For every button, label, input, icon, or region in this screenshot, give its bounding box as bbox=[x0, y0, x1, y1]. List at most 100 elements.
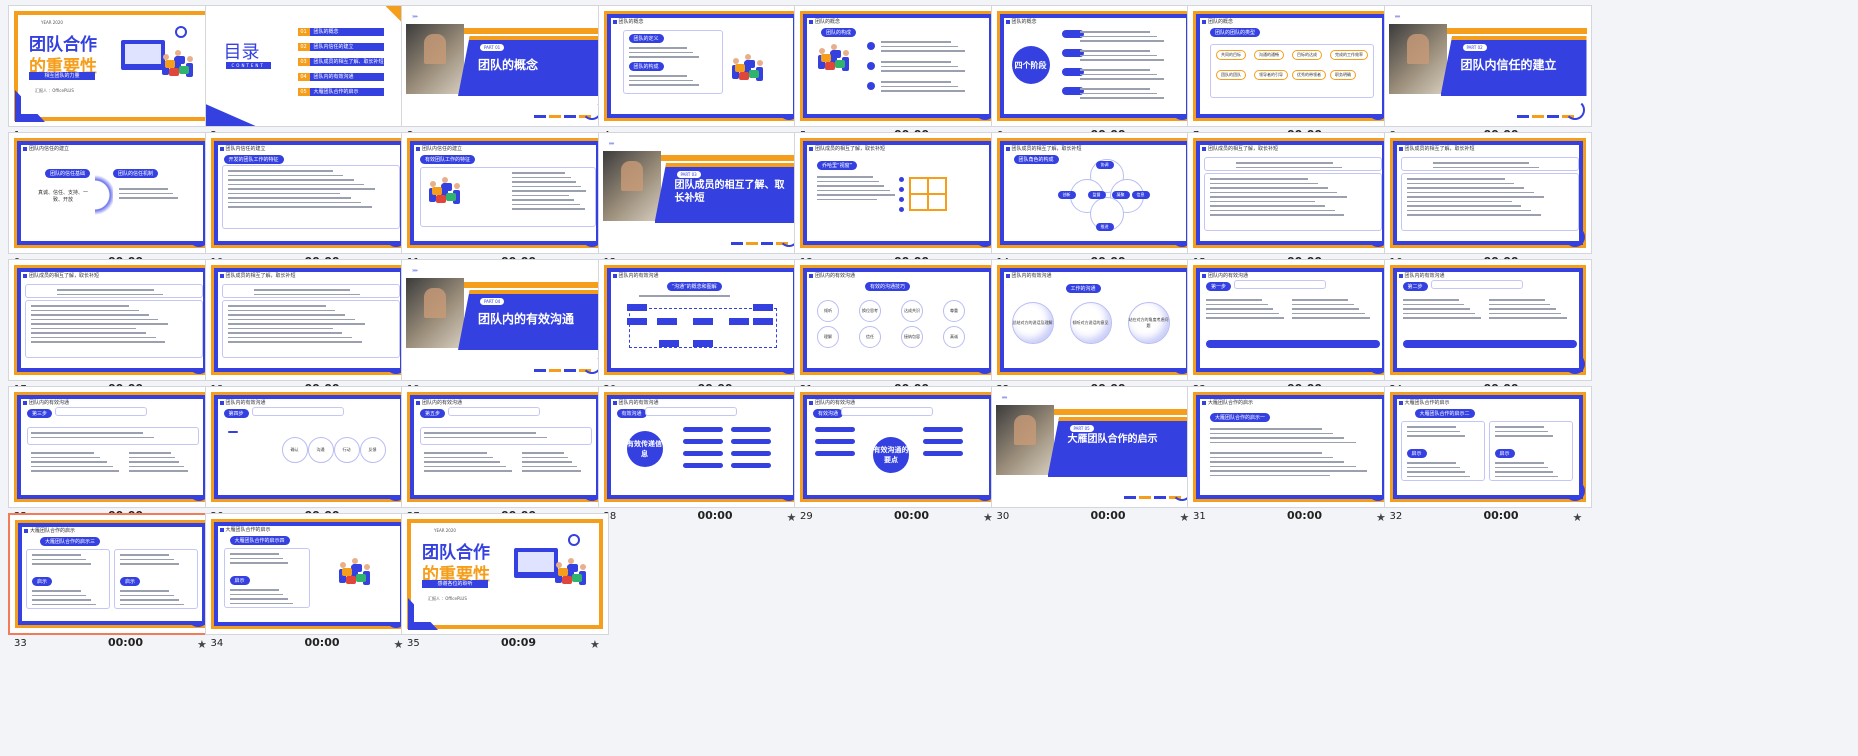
star-icon[interactable]: ★ bbox=[786, 511, 797, 524]
slide-preview[interactable]: 团队内的有效沟通第三步 bbox=[8, 386, 216, 508]
slide-preview[interactable]: 大雁团队合作的启示大雁团队合作的启示一 bbox=[1187, 386, 1395, 508]
slide-header: 团队内信任的建立 bbox=[416, 145, 462, 152]
star-icon[interactable]: ★ bbox=[1376, 511, 1386, 524]
slide-preview[interactable]: 团队成员的相互了解，取长补短分析型 bbox=[204, 259, 413, 381]
star-icon[interactable]: ★ bbox=[590, 638, 600, 651]
slide-thumbnail[interactable]: 团队成员的相互了解，取长补短支援型1700:00★ bbox=[0, 256, 216, 400]
slide-preview[interactable]: 团队内的有效沟通有效沟通有效传递信息 bbox=[597, 386, 806, 508]
slide-thumbnail[interactable]: 团队内的有效沟通“沟通”的概念和图解2000:00★ bbox=[590, 256, 806, 400]
slide-thumbnail[interactable]: 团队内的有效沟通第四步确认沟通行动反馈2600:00★ bbox=[197, 383, 413, 527]
slide-preview[interactable]: 大雁团队合作的启示大雁团队合作的启示二启示启示 bbox=[1383, 386, 1592, 508]
slide-preview[interactable]: 团队成员的相互了解，取长补短乔哈里“视窗” bbox=[794, 132, 1002, 254]
slide-preview[interactable]: 团队内信任的建立团队的信任基础团队的信任机制真诚、信任、支持、一致、开放 bbox=[8, 132, 216, 254]
slide-thumbnail[interactable]: 团队内的有效沟通工作的沟通总结对方的说话及理解倾听对方说话的意见站在对方的角度考… bbox=[983, 256, 1199, 400]
slide-thumbnail[interactable]: 团队内的有效沟通第三步2500:00★ bbox=[0, 383, 216, 527]
star-icon[interactable]: ★ bbox=[393, 638, 404, 651]
slide-preview[interactable]: 团队的概念四个阶段 bbox=[990, 5, 1199, 127]
slide-thumbnail[interactable]: 团队的概念四个阶段600:00★ bbox=[983, 2, 1199, 146]
stage-tag bbox=[1061, 68, 1084, 76]
slide-preview[interactable]: 团队的概念团队的团队的类型共同的目标沟通的通畅目标的达成完成的工作效率团队的团队… bbox=[1187, 5, 1395, 127]
slide-preview[interactable]: 团队的概念团队的构成 bbox=[794, 5, 1002, 127]
slide-thumbnail[interactable]: ›››››PART 01团队的概念3★ bbox=[393, 2, 609, 146]
slide-thumbnail[interactable]: 团队成员的相互了解，取长补短分析型1800:00★ bbox=[197, 256, 413, 400]
slide-preview[interactable]: 团队成员的相互了解，取长补短智慧型 bbox=[1187, 132, 1395, 254]
flow-node bbox=[728, 318, 749, 325]
slide-preview[interactable]: 团队内的有效沟通“沟通”的概念和图解 bbox=[597, 259, 806, 381]
slide-thumbnail[interactable]: 团队内信任的建立开发的团队工作的特征1000:00★ bbox=[197, 129, 413, 273]
slide-thumbnail[interactable]: ›››››PART 04团队内的有效沟通19★ bbox=[393, 256, 609, 400]
slide-preview[interactable]: 团队内的有效沟通工作的沟通总结对方的说话及理解倾听对方说话的意见站在对方的角度考… bbox=[990, 259, 1199, 381]
slide-preview[interactable]: 团队内的有效沟通第五步 bbox=[401, 386, 609, 508]
slide-preview[interactable]: 团队内的有效沟通第二步 bbox=[1383, 259, 1592, 381]
people-illustration bbox=[159, 46, 199, 86]
toc-subtitle: CONTENT bbox=[225, 62, 271, 69]
slide-preview[interactable]: 团队成员的相互了解，取长补短团队角色的构成协调创新信息推进监督凝聚 bbox=[990, 132, 1199, 254]
slide-thumbnail[interactable]: 团队内的有效沟通第五步2700:00★ bbox=[393, 383, 609, 527]
hourglass-shape bbox=[95, 163, 113, 227]
slide-thumbnail[interactable]: 团队成员的相互了解，取长补短团队角色的构成协调创新信息推进监督凝聚1400:00… bbox=[983, 129, 1199, 273]
slide-thumbnail[interactable]: 团队的概念团队的团队的类型共同的目标沟通的通畅目标的达成完成的工作效率团队的团队… bbox=[1179, 2, 1395, 146]
slide-preview[interactable]: 团队内的有效沟通第四步确认沟通行动反馈 bbox=[204, 386, 413, 508]
flow-node bbox=[692, 340, 713, 347]
stage-tag bbox=[1061, 49, 1084, 57]
slide-thumbnail[interactable]: 团队内的有效沟通第一步2300:00★ bbox=[1179, 256, 1395, 400]
slide-preview[interactable]: 大雁团队合作的启示大雁团队合作的启示三启示启示 bbox=[8, 513, 216, 635]
slide-thumbnail[interactable]: 团队内信任的建立有效团队工作的特征1100:00★ bbox=[393, 129, 609, 273]
slide-thumbnail[interactable]: 团队成员的相互了解，取长补短智慧型1500:00★ bbox=[1179, 129, 1395, 273]
slide-preview[interactable]: 团队内的有效沟通有效的沟通技巧倾听换位思考达成共识尊重理解信任接纳包容真诚 bbox=[794, 259, 1002, 381]
point-tag bbox=[923, 427, 963, 432]
slide-thumbnail[interactable]: ›››››PART 02团队内信任的建立800:00★ bbox=[1376, 2, 1592, 146]
detail-box bbox=[27, 427, 199, 445]
slide-preview[interactable]: 团队成员的相互了解，取长补短支援型 bbox=[8, 259, 216, 381]
slide-preview[interactable]: 团队成员的相互了解，取长补短交际型 bbox=[1383, 132, 1592, 254]
slide-thumbnail[interactable]: 团队的概念团队的定义团队的构成4★ bbox=[590, 2, 806, 146]
slide-preview[interactable]: 团队内信任的建立开发的团队工作的特征 bbox=[204, 132, 413, 254]
star-icon[interactable]: ★ bbox=[1572, 511, 1583, 524]
slide-thumbnail[interactable]: 团队的概念团队的构成500:00★ bbox=[786, 2, 1002, 146]
slide-timing: 00:00 bbox=[697, 509, 733, 522]
slide-thumbnail[interactable]: 团队成员的相互了解，取长补短交际型1600:00★ bbox=[1376, 129, 1592, 273]
toc-item-number: 02 bbox=[297, 43, 310, 51]
flow-node bbox=[692, 318, 713, 325]
slide-preview[interactable]: 大雁团队合作的启示大雁团队合作的启示四启示 bbox=[204, 513, 413, 635]
star-icon[interactable]: ★ bbox=[983, 511, 993, 524]
slide-preview[interactable]: 团队的概念团队的定义团队的构成 bbox=[597, 5, 806, 127]
slide-preview[interactable]: 团队内的有效沟通第一步 bbox=[1187, 259, 1395, 381]
text-lines bbox=[1210, 449, 1370, 479]
star-icon[interactable]: ★ bbox=[197, 638, 207, 651]
decor-stripes bbox=[1516, 115, 1577, 118]
section-pill: 团队的信任基础 bbox=[45, 169, 91, 178]
slide-preview[interactable]: 团队内的有效沟通有效沟通有效沟通的要点 bbox=[794, 386, 1002, 508]
slide-thumbnail[interactable]: 团队内信任的建立团队的信任基础团队的信任机制真诚、信任、支持、一致、开放900:… bbox=[0, 129, 216, 273]
slide-thumbnail[interactable]: 团队内的有效沟通有效的沟通技巧倾听换位思考达成共识尊重理解信任接纳包容真诚210… bbox=[786, 256, 1002, 400]
computer-illustration bbox=[121, 40, 165, 70]
slide-preview[interactable]: 团队内信任的建立有效团队工作的特征 bbox=[401, 132, 609, 254]
star-icon[interactable]: ★ bbox=[1179, 511, 1190, 524]
slide-thumbnail[interactable]: 团队内的有效沟通第二步2400:00★ bbox=[1376, 256, 1592, 400]
